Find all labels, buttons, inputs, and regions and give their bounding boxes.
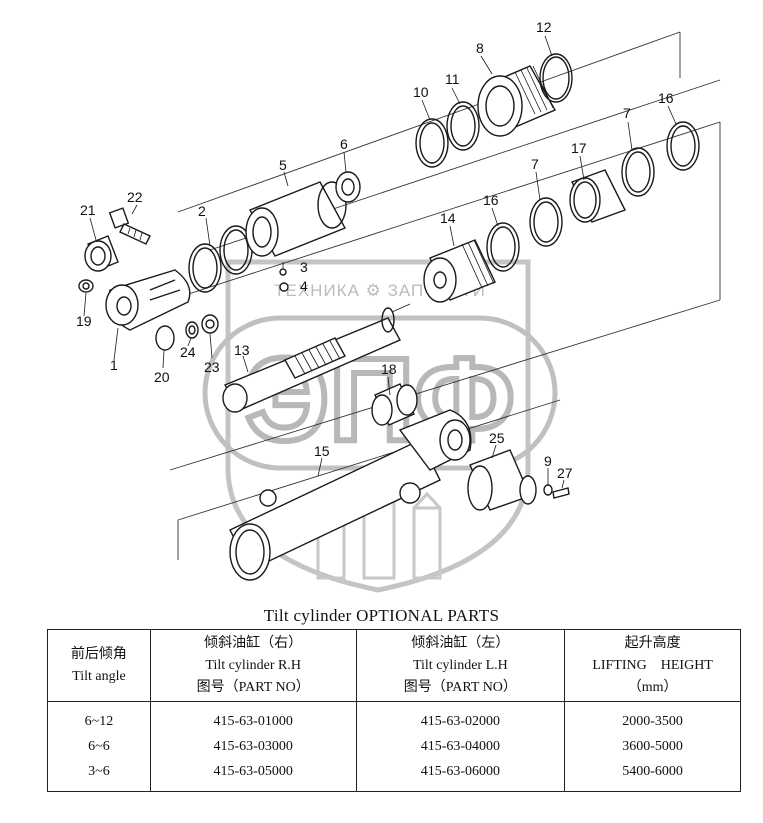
header-tilt-cylinder-rh: 倾斜油缸（右） Tilt cylinder R.H 图号（PART NO） (149, 629, 357, 702)
callout-21: 21 (80, 202, 96, 218)
part-19-nut (78, 279, 94, 293)
part-5-sleeve (245, 181, 347, 257)
part-8-gland-nut (477, 65, 556, 137)
callout-7-upper: 7 (623, 105, 631, 121)
part-12-o-ring (539, 53, 573, 103)
part-9-washer (543, 484, 553, 496)
table-header-row: 前后倾角 Tilt angle 倾斜油缸（右） Tilt cylinder R.… (47, 629, 741, 702)
callout-4: 4 (300, 278, 308, 294)
header-tilt-cylinder-lh: 倾斜油缸（左） Tilt cylinder L.H 图号（PART NO） (355, 629, 566, 702)
callout-12: 12 (536, 19, 552, 35)
callout-6: 6 (340, 136, 348, 152)
callout-2: 2 (198, 203, 206, 219)
callout-11: 11 (445, 71, 460, 87)
part-20-snap-ring (155, 325, 175, 351)
part-16-ring-lower (486, 222, 520, 272)
callout-18: 18 (381, 361, 397, 377)
table-title: Tilt cylinder OPTIONAL PARTS (263, 606, 500, 625)
part-23-nut (201, 314, 219, 334)
part-21-bushing (84, 235, 119, 272)
callout-8: 8 (476, 40, 484, 56)
part-10-ring (415, 118, 449, 168)
part-15-cylinder-tube (229, 409, 472, 581)
part-18-pin (371, 383, 418, 426)
callout-1: 1 (110, 357, 118, 373)
cell-tilt-angles: 6~12 6~6 3~6 (47, 701, 151, 792)
callout-16-lower: 16 (483, 192, 499, 208)
callout-27: 27 (557, 465, 573, 481)
callout-numbers: 1 2 3 4 5 6 7 7 8 9 10 11 12 13 14 15 16… (76, 19, 674, 481)
table-body-row: 6~12 6~6 3~6 415-63-01000 415-63-03000 4… (47, 701, 741, 792)
part-27-bolt (552, 487, 570, 499)
part-6-seal (335, 171, 361, 203)
parts-table: 前后倾角 Tilt angle 倾斜油缸（右） Tilt cylinder R.… (47, 629, 741, 792)
part-22-bolt (108, 207, 151, 245)
exploded-parts-diagram: ТЕХНИКА ⚙ ЗАПЧАСТИ ЭПФ (76, 19, 721, 593)
part-3-ball (279, 268, 287, 276)
part-7-ring-lower (529, 197, 563, 247)
part-13-piston-rod (222, 303, 411, 413)
callout-20: 20 (154, 369, 170, 385)
callout-10: 10 (413, 84, 429, 100)
callout-13: 13 (234, 342, 250, 358)
part-7-ring-upper (621, 147, 655, 197)
callout-5: 5 (279, 157, 287, 173)
callout-16-upper: 16 (658, 90, 674, 106)
part-2-rings (188, 225, 253, 293)
callout-22: 22 (127, 189, 143, 205)
callout-19: 19 (76, 313, 92, 329)
leader-lines (83, 35, 677, 489)
cell-lh-part-numbers: 415-63-02000 415-63-04000 415-63-06000 (355, 701, 566, 792)
part-14-piston (423, 239, 496, 303)
part-17-bearing (569, 169, 626, 223)
callout-9: 9 (544, 453, 552, 469)
header-lifting-height: 起升高度 LIFTING HEIGHT （mm） (564, 629, 741, 702)
callout-25: 25 (489, 430, 505, 446)
part-16-ring-upper (666, 121, 700, 171)
callout-3: 3 (300, 259, 308, 275)
cell-lifting-heights: 2000-3500 3600-5000 5400-6000 (564, 701, 741, 792)
part-11-ring (446, 101, 480, 151)
callout-23: 23 (204, 359, 220, 375)
callout-15: 15 (314, 443, 330, 459)
callout-24: 24 (180, 344, 196, 360)
part-1-clevis (105, 269, 191, 331)
callout-14: 14 (440, 210, 456, 226)
callout-7-lower: 7 (531, 156, 539, 172)
header-tilt-angle: 前后倾角 Tilt angle (47, 629, 151, 702)
cell-rh-part-numbers: 415-63-01000 415-63-03000 415-63-05000 (149, 701, 357, 792)
part-25-pin (467, 449, 537, 511)
part-24-washer (185, 321, 199, 339)
part-4-ball (279, 282, 289, 292)
callout-17: 17 (571, 140, 587, 156)
